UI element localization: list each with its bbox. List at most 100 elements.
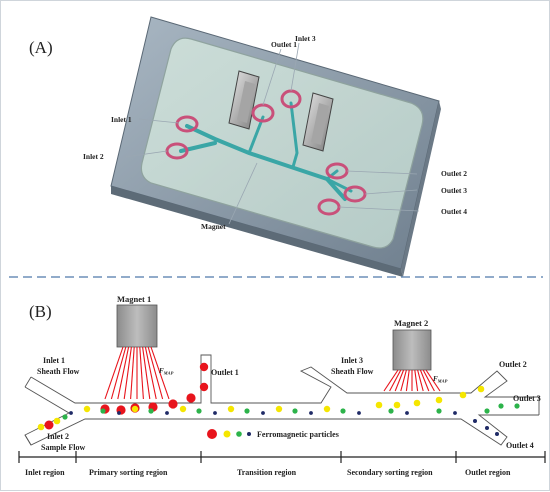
magnetic-field-lines-2 xyxy=(383,369,441,392)
yellow-particle xyxy=(435,396,443,404)
panel-a-label: (A) xyxy=(29,38,53,57)
navy-particle xyxy=(213,411,217,415)
green-particle xyxy=(148,408,154,414)
green-particle xyxy=(244,408,250,414)
green-particle xyxy=(498,403,504,409)
callout-outlet-3: Outlet 3 xyxy=(441,186,467,195)
field-line xyxy=(150,346,170,400)
field-line xyxy=(110,346,127,400)
field-line xyxy=(147,346,164,400)
red-particle xyxy=(186,393,196,403)
label-outlet-1: Outlet 1 xyxy=(211,368,239,377)
yellow-particle xyxy=(53,417,61,425)
label-inlet-2-flow: Sample Flow xyxy=(41,443,85,452)
label-inlet-1-flow: Sheath Flow xyxy=(37,367,80,376)
legend-dot-navy xyxy=(247,432,251,436)
navy-particle xyxy=(485,426,489,430)
yellow-particle xyxy=(393,401,401,409)
chip-top-layer xyxy=(140,37,424,249)
yellow-particle xyxy=(37,423,45,431)
green-particle xyxy=(100,408,106,414)
legend-dot-yellow xyxy=(223,430,231,438)
label-inlet-2: Inlet 2 xyxy=(47,432,69,441)
region-inlet: Inlet region xyxy=(25,468,65,477)
field-line xyxy=(383,369,399,392)
navy-particle xyxy=(495,432,499,436)
field-line xyxy=(123,346,132,400)
particle-stream xyxy=(37,362,520,436)
field-line xyxy=(400,369,407,392)
microchannel-network xyxy=(179,101,353,201)
label-inlet-1: Inlet 1 xyxy=(43,356,65,365)
field-line xyxy=(139,346,144,400)
field-line xyxy=(117,346,130,400)
magnet-1-body xyxy=(237,81,255,123)
field-line xyxy=(130,346,135,400)
field-line xyxy=(417,369,424,392)
chip-base-side xyxy=(401,101,441,277)
callout-outlet-1: Outlet 1 xyxy=(271,40,297,49)
red-particle xyxy=(44,420,54,430)
yellow-particle xyxy=(179,405,187,413)
navy-particle xyxy=(473,419,477,423)
label-outlet-4: Outlet 4 xyxy=(506,441,534,450)
yellow-particle xyxy=(275,405,283,413)
region-primary-sorting: Primary sorting region xyxy=(89,468,168,477)
magnet-1: Magnet 1 FMAP xyxy=(104,294,174,400)
port-inlet-1 xyxy=(175,115,199,133)
callout-inlet-1: Inlet 1 xyxy=(111,115,132,124)
field-line xyxy=(405,369,410,392)
navy-particle xyxy=(261,411,265,415)
magnet-2-label: Magnet 2 xyxy=(394,318,428,328)
green-particle xyxy=(514,403,520,409)
callout-magnet: Magnet xyxy=(201,222,226,231)
force-label-1: FMAP xyxy=(159,367,174,376)
callout-outlet-2: Outlet 2 xyxy=(441,169,467,178)
green-particle xyxy=(436,408,442,414)
callout-leaders xyxy=(124,42,420,225)
yellow-particle xyxy=(477,385,485,393)
label-inlet-3-flow: Sheath Flow xyxy=(331,367,374,376)
label-outlet-3: Outlet 3 xyxy=(513,394,541,403)
field-line xyxy=(422,369,435,392)
yellow-particle xyxy=(131,405,139,413)
legend-dot-green xyxy=(236,431,242,437)
green-particle xyxy=(388,408,394,414)
red-particle xyxy=(199,362,209,372)
magnet-2: Magnet 2 FMAP xyxy=(383,318,448,392)
magnetic-field-lines-1 xyxy=(104,346,170,400)
callout-inlet-3: Inlet 3 xyxy=(295,34,316,43)
chip-base-edge xyxy=(111,186,403,277)
navy-particle xyxy=(453,411,457,415)
field-line xyxy=(414,369,419,392)
magnet-1-label: Magnet 1 xyxy=(117,294,151,304)
yellow-particle xyxy=(83,405,91,413)
yellow-particle xyxy=(375,401,383,409)
field-line xyxy=(419,369,430,392)
particle-legend: Ferromagnetic particles xyxy=(207,429,339,439)
magnet-2-block xyxy=(392,329,432,371)
field-line xyxy=(104,346,124,400)
magnet-2-body xyxy=(311,103,329,145)
field-line xyxy=(394,369,405,392)
chip-3d-model: Outlet 1 Inlet 3 Inlet 1 Inlet 2 Outlet … xyxy=(83,16,467,277)
region-outlet: Outlet region xyxy=(465,468,511,477)
navy-particle xyxy=(357,411,361,415)
green-particle xyxy=(196,408,202,414)
navy-particle xyxy=(69,411,73,415)
field-line xyxy=(389,369,402,392)
magnet-slots xyxy=(228,70,334,152)
green-particle xyxy=(340,408,346,414)
red-particle xyxy=(168,399,178,409)
yellow-particle xyxy=(323,405,331,413)
navy-particle xyxy=(309,411,313,415)
red-particle xyxy=(199,382,209,392)
green-particle xyxy=(484,408,490,414)
green-particle xyxy=(292,408,298,414)
legend-label: Ferromagnetic particles xyxy=(257,430,339,439)
navy-particle xyxy=(165,411,169,415)
field-line xyxy=(425,369,441,392)
region-scale-bar: Inlet region Primary sorting region Tran… xyxy=(18,451,546,477)
